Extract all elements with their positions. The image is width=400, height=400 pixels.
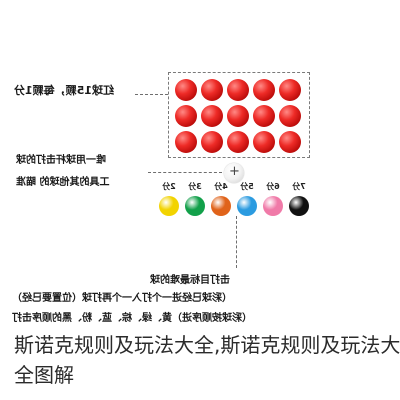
points-label-green: 3分: [188, 182, 202, 191]
reds-leader-line: [135, 94, 168, 95]
points-label-pink: 6分: [266, 182, 280, 191]
red-ball: [279, 131, 301, 153]
red-ball: [253, 79, 275, 101]
points-label-blue: 5分: [240, 182, 254, 191]
points-label-yellow: 2分: [162, 182, 176, 191]
red-ball: [253, 105, 275, 127]
red-ball: [201, 105, 223, 127]
red-ball: [175, 79, 197, 101]
cue-ball-mark: +: [229, 164, 240, 179]
red-ball: [279, 105, 301, 127]
points-label-brown: 4分: [214, 182, 228, 191]
colour-leader-line: [236, 216, 237, 268]
red-ball: [175, 131, 197, 153]
red-ball: [175, 105, 197, 127]
black-ball: [289, 196, 309, 216]
cue-ball-annotation-line1: 唯一用球杆击打的球: [16, 155, 106, 166]
cue-ball: [224, 163, 244, 183]
brown-ball: [211, 196, 231, 216]
red-ball: [253, 131, 275, 153]
yellow-ball: [159, 196, 179, 216]
pink-ball: [263, 196, 283, 216]
target-annotation-line3: （彩球按顺序进）黄、绿、棕、蓝、粉、黑的顺序击打: [12, 313, 252, 324]
blue-ball: [237, 196, 257, 216]
red-ball: [279, 79, 301, 101]
page-caption: 斯诺克规则及玩法大全,斯诺克规则及玩法大全图解: [14, 333, 400, 387]
target-annotation-line1: 击打目标最难的球: [150, 275, 230, 286]
reds-annotation: 红球15颗，每颗1分: [14, 84, 114, 97]
cue-leader-line: [148, 172, 222, 173]
red-ball: [227, 131, 249, 153]
cue-ball-annotation-line2: 工具的其他球的 瞄准: [16, 177, 110, 188]
green-ball: [185, 196, 205, 216]
points-label-black: 7分: [292, 182, 306, 191]
red-ball: [227, 79, 249, 101]
red-ball: [201, 79, 223, 101]
target-annotation-line2: （彩球已经进一个打入一个再打球（位置要已经）: [12, 293, 232, 304]
red-ball: [201, 131, 223, 153]
red-ball: [227, 105, 249, 127]
red-balls-rack: [168, 72, 310, 158]
